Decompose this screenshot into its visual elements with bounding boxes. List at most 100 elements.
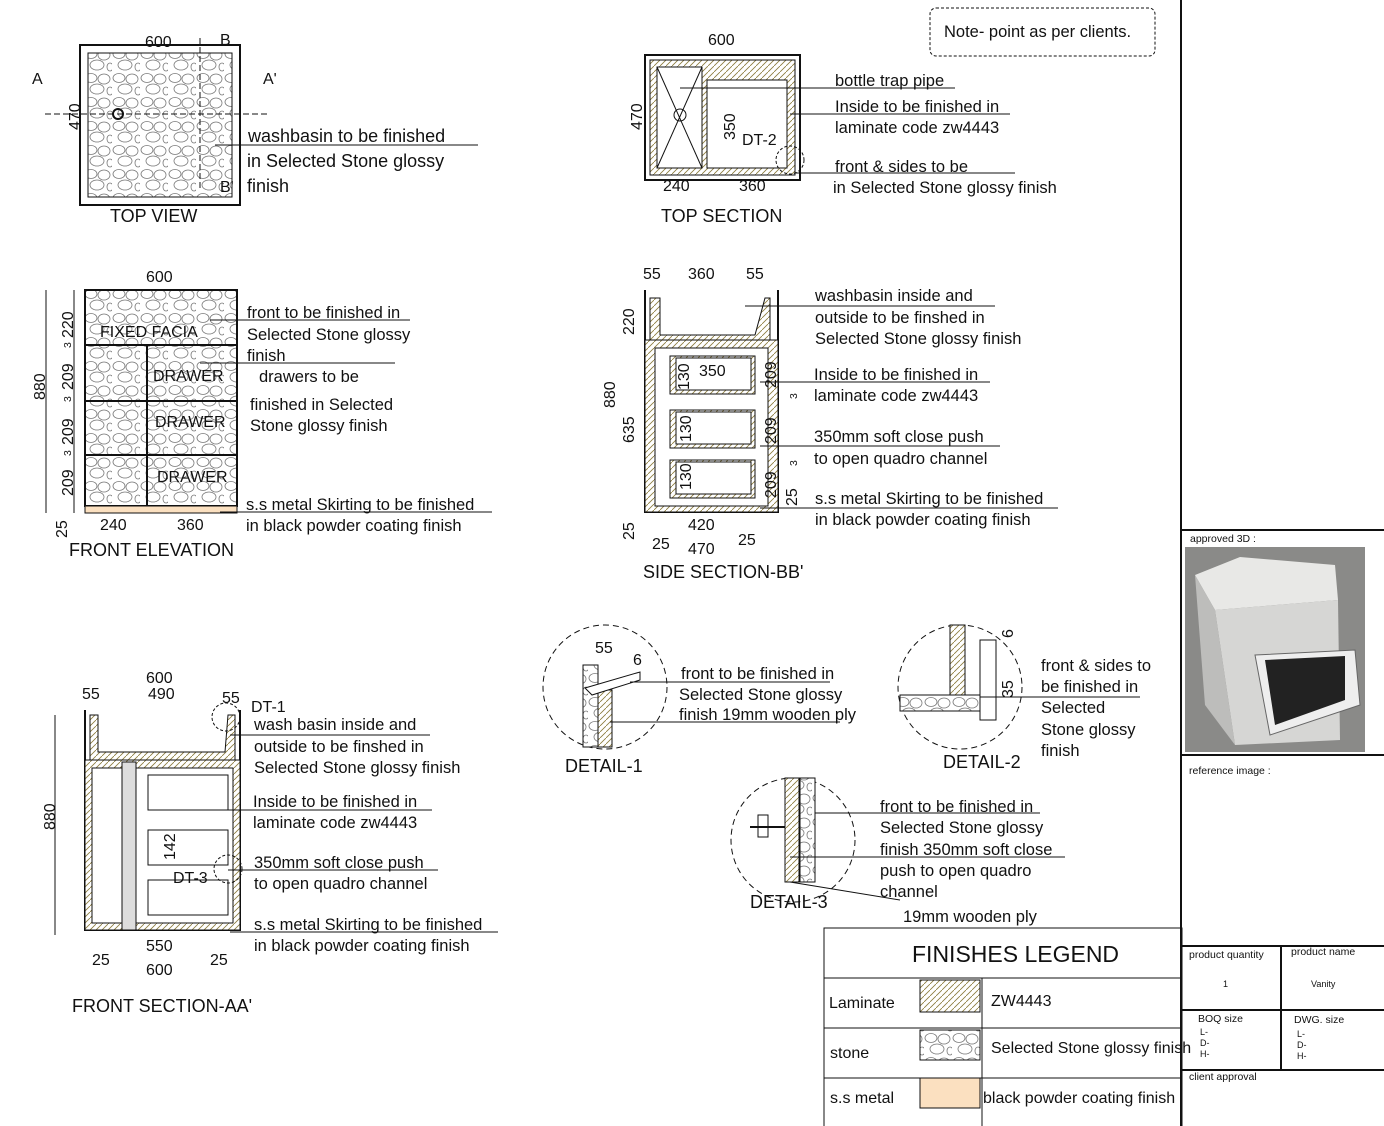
view-title: TOP SECTION	[661, 206, 782, 226]
note-line: front & sides to	[1041, 657, 1151, 675]
note-line: drawers to be	[259, 368, 359, 386]
boq-l: L-	[1200, 1027, 1208, 1037]
dim: 25	[92, 952, 110, 969]
dim: 635	[621, 416, 638, 443]
dim: 360	[688, 266, 715, 283]
note-line: finish	[247, 176, 289, 196]
note-line: front to be finished in	[880, 798, 1033, 816]
note-line: s.s metal Skirting to be finished	[815, 490, 1043, 508]
side-section: 55 360 55 220 880 635 130 350 130 130 20…	[602, 266, 1058, 582]
dim-360: 360	[177, 517, 204, 534]
dim-depth: 470	[67, 103, 84, 130]
dim: 55	[222, 690, 240, 707]
note-line: Selected Stone glossy	[247, 326, 411, 344]
note-line: front & sides to be	[835, 158, 968, 176]
note-line: finish 350mm soft close	[880, 841, 1052, 859]
view-title: FRONT ELEVATION	[69, 540, 234, 560]
dim-240: 240	[663, 178, 690, 195]
dim: 25	[738, 532, 756, 549]
dim: 25	[652, 536, 670, 553]
note-line: 19mm wooden ply	[903, 908, 1038, 926]
dwg-size-label: DWG. size	[1294, 1014, 1344, 1026]
note-line: finish	[247, 347, 286, 365]
dwg-l: L-	[1297, 1029, 1305, 1039]
note-line: in black powder coating finish	[815, 511, 1031, 529]
note-line: in Selected Stone glossy	[247, 151, 444, 171]
note-line: wash basin inside and	[253, 716, 416, 734]
dim: 550	[146, 938, 173, 955]
dim: 3	[62, 342, 74, 348]
dim-240: 240	[100, 517, 127, 534]
dim: 209	[763, 471, 780, 498]
reference-image-label: reference image :	[1189, 765, 1271, 777]
dim-width: 600	[145, 34, 172, 51]
dim: 209	[60, 469, 77, 496]
note-line: Selected	[1041, 699, 1105, 717]
note-line: channel	[880, 883, 938, 901]
note-line: Selected Stone glossy	[679, 686, 843, 704]
note-line: in Selected Stone glossy finish	[833, 179, 1057, 197]
dim: 220	[60, 311, 77, 338]
note-line: outside to be finshed in	[815, 309, 985, 327]
note-line: laminate code zw4443	[835, 119, 999, 137]
legend-name: Laminate	[829, 995, 895, 1012]
dim: 55	[595, 640, 613, 657]
dim: 3	[788, 460, 800, 466]
section-marker-b: B	[220, 32, 231, 49]
note-line: front to be finished in	[681, 665, 834, 683]
product-name-label: product name	[1291, 946, 1355, 958]
note-line: s.s metal Skirting to be finished	[254, 916, 482, 934]
dim: 55	[746, 266, 764, 283]
legend-value: Selected Stone glossy finish	[991, 1040, 1191, 1057]
panel-label: DRAWER	[153, 368, 224, 385]
dim: 6	[633, 652, 642, 669]
note-line: finished in Selected	[250, 396, 393, 414]
dim: 25	[621, 522, 638, 540]
approved-3d-image	[1185, 547, 1365, 752]
section-marker-a: A	[32, 71, 43, 88]
dim: 25	[210, 952, 228, 969]
note-line: Stone glossy finish	[250, 417, 388, 435]
view-title: DETAIL-1	[565, 756, 643, 776]
view-title: SIDE SECTION-BB'	[643, 562, 803, 582]
top-section: 600 470 350 DT-2 240 360 bottle trap pip…	[629, 32, 1057, 226]
dim-width: 600	[146, 670, 173, 687]
section-marker-b-prime: B'	[220, 179, 234, 196]
dim-350: 350	[722, 113, 739, 140]
detail-1: 55 6 front to be finished in Selected St…	[542, 624, 857, 776]
dim-360: 360	[739, 178, 766, 195]
panel-label: DRAWER	[155, 414, 226, 431]
note-line: bottle trap pipe	[835, 72, 944, 90]
note-line: s.s metal Skirting to be finished	[246, 496, 474, 514]
stone-swatch	[919, 1029, 981, 1061]
laminate-swatch	[919, 979, 981, 1013]
dim-height: 880	[602, 381, 619, 408]
dim: 600	[146, 962, 173, 979]
note-box: Note- point as per clients.	[929, 7, 1156, 57]
dim: 350	[699, 363, 726, 380]
note-line: 350mm soft close push	[814, 428, 984, 446]
note-line: in black powder coating finish	[246, 517, 462, 535]
dim: 25	[784, 488, 801, 506]
note-line: front to be finished in	[247, 304, 400, 322]
note-line: washbasin to be finished	[247, 126, 445, 146]
dim: 55	[643, 266, 661, 283]
dim: 130	[676, 363, 693, 390]
dim: 209	[60, 363, 77, 390]
note-line: laminate code zw4443	[253, 814, 417, 832]
note-line: outside to be finshed in	[254, 738, 424, 756]
legend-value: black powder coating finish	[983, 1090, 1175, 1107]
view-title: DETAIL-2	[943, 752, 1021, 772]
note-line: to open quadro channel	[254, 875, 427, 893]
legend-name: s.s metal	[830, 1090, 894, 1107]
detail-marker: DT-2	[742, 132, 777, 149]
dim: 420	[688, 517, 715, 534]
metal-swatch	[919, 1077, 981, 1109]
note-line: finish 19mm wooden ply	[679, 706, 857, 724]
dim: 490	[148, 686, 175, 703]
dim: 3	[788, 393, 800, 399]
dim: 55	[82, 686, 100, 703]
dim-width: 600	[146, 269, 173, 286]
note-line: Selected Stone glossy finish	[815, 330, 1021, 348]
